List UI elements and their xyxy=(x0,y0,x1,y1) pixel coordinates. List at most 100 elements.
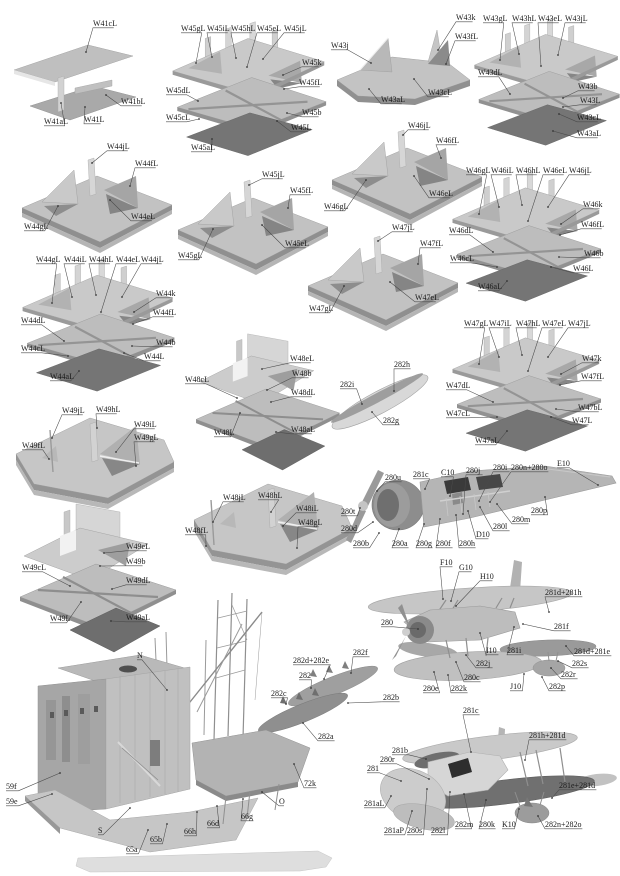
leader-line xyxy=(262,32,305,60)
leader-endpoint xyxy=(48,458,50,460)
leader-endpoint xyxy=(236,397,238,399)
w47-assembled-group xyxy=(307,235,459,332)
leader-endpoint xyxy=(270,401,272,403)
part-label: W47eL xyxy=(542,319,566,328)
leader-line xyxy=(562,104,597,108)
leader-line xyxy=(407,788,428,836)
part-label: W47aL xyxy=(475,436,499,445)
part-label: 282l xyxy=(431,826,446,835)
w49-assembled-group xyxy=(15,417,175,510)
part-label: W48b xyxy=(292,369,312,378)
leader-line xyxy=(483,22,505,61)
leader-line xyxy=(95,413,117,429)
part-label: 280n+280o xyxy=(511,463,548,472)
leader-line xyxy=(230,32,252,59)
leader-endpoint xyxy=(559,234,561,236)
leader-endpoint xyxy=(479,506,481,508)
part-label: W45dL xyxy=(166,86,191,95)
leader-endpoint xyxy=(437,49,439,51)
leader-line xyxy=(185,383,238,399)
leader-line xyxy=(50,370,80,382)
leader-line xyxy=(206,32,228,58)
leader-line xyxy=(293,664,331,680)
part-label: W41bL xyxy=(121,97,146,106)
leader-endpoint xyxy=(110,620,112,622)
part-label: W48hL xyxy=(258,491,283,500)
leader-line xyxy=(413,78,449,98)
part-label: N xyxy=(137,651,143,660)
leader-endpoint xyxy=(51,437,53,439)
leader-line xyxy=(324,179,367,212)
leader-endpoint xyxy=(368,88,370,90)
leader-line xyxy=(63,263,85,298)
leader-endpoint xyxy=(492,251,494,253)
part-label: 282b xyxy=(383,693,399,702)
leader-line xyxy=(181,32,203,64)
part-label: 280t xyxy=(341,507,356,516)
part-label: W47eL xyxy=(415,293,439,302)
part-label: G10 xyxy=(459,563,473,572)
leader-line xyxy=(562,90,595,99)
leader-endpoint xyxy=(95,294,97,296)
part-label: W46gL xyxy=(324,202,349,211)
leader-line xyxy=(475,430,508,446)
leader-endpoint xyxy=(496,503,498,505)
leader-endpoint xyxy=(132,323,134,325)
part-label: W45eL xyxy=(257,24,281,33)
leader-line xyxy=(24,205,59,232)
leader-endpoint xyxy=(283,88,285,90)
leader-endpoint xyxy=(261,791,263,793)
leader-endpoint xyxy=(377,240,379,242)
part-label: W45jL xyxy=(262,170,285,179)
leader-endpoint xyxy=(547,356,549,358)
leader-line xyxy=(465,654,493,669)
leader-line xyxy=(437,21,473,51)
w44-assembled-group xyxy=(21,157,173,254)
part-label: 281b xyxy=(392,746,408,755)
part-label: W43cL xyxy=(428,88,452,97)
part-label: 281c xyxy=(463,706,479,715)
leader-line xyxy=(478,280,508,292)
leader-endpoint xyxy=(518,808,520,810)
part-label: 280g xyxy=(416,539,432,548)
leader-line xyxy=(275,431,312,435)
part-label: W47jL xyxy=(392,223,415,232)
leader-line xyxy=(353,532,380,549)
leader-endpoint xyxy=(492,401,494,403)
leader-line xyxy=(462,474,483,515)
w43-exploded-group xyxy=(473,17,620,147)
leader-line xyxy=(293,763,317,789)
seaplane-281-bottom xyxy=(380,727,617,831)
leader-endpoint xyxy=(310,687,312,689)
leader-line xyxy=(544,596,583,613)
cockpit-opening xyxy=(448,758,472,778)
part-label: 280k xyxy=(479,820,495,829)
leader-line xyxy=(212,501,244,523)
leader-endpoint xyxy=(59,772,61,774)
w45-exploded-group xyxy=(171,20,328,157)
leader-endpoint xyxy=(261,368,263,370)
part-label: H10 xyxy=(480,572,494,581)
w47-exploded-group xyxy=(451,320,603,453)
leader-line xyxy=(441,476,454,497)
tail-fin xyxy=(510,560,522,592)
leader-endpoint xyxy=(361,403,363,405)
leader-line xyxy=(276,120,308,133)
leader-endpoint xyxy=(99,565,101,567)
leader-line xyxy=(258,499,280,513)
leader-line xyxy=(150,823,168,845)
leader-line xyxy=(384,810,413,836)
part-label: E10 xyxy=(557,459,570,468)
lower-apron xyxy=(24,789,259,853)
part-label: W44eL xyxy=(131,212,155,221)
leader-endpoint xyxy=(509,93,511,95)
part-label: W44jL xyxy=(141,255,164,264)
leader-endpoint xyxy=(347,702,349,704)
leader-endpoint xyxy=(462,513,464,515)
leader-line xyxy=(464,327,486,365)
leader-endpoint xyxy=(51,302,53,304)
leader-endpoint xyxy=(350,672,352,674)
